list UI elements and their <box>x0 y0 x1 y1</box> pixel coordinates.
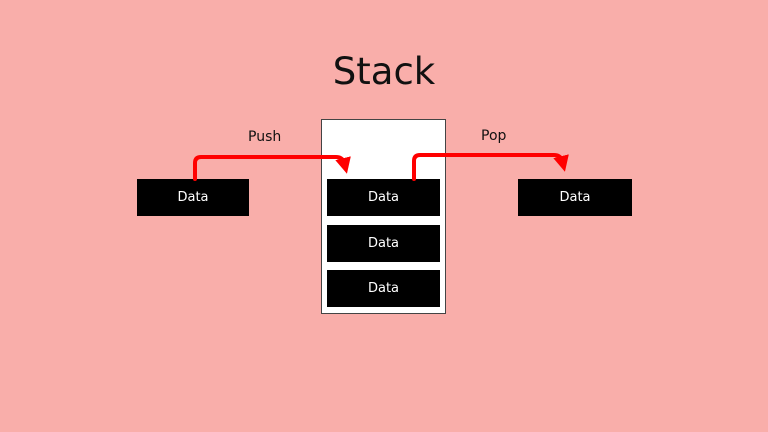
pop-label: Pop <box>481 128 507 144</box>
stack-item-label: Data <box>367 236 400 251</box>
outgoing-data-block: Data <box>518 179 632 216</box>
outgoing-data-label: Data <box>559 190 591 205</box>
incoming-data-block: Data <box>137 179 249 216</box>
incoming-data-label: Data <box>177 190 209 205</box>
stack-item-top: Data <box>327 179 440 216</box>
push-label: Push <box>248 129 282 145</box>
stack-item-middle: Data <box>327 225 440 262</box>
diagram-title: Stack <box>332 50 436 93</box>
stack-item-label: Data <box>367 190 400 205</box>
stack-item-label: Data <box>367 281 400 296</box>
stack-item-bottom: Data <box>327 270 440 307</box>
